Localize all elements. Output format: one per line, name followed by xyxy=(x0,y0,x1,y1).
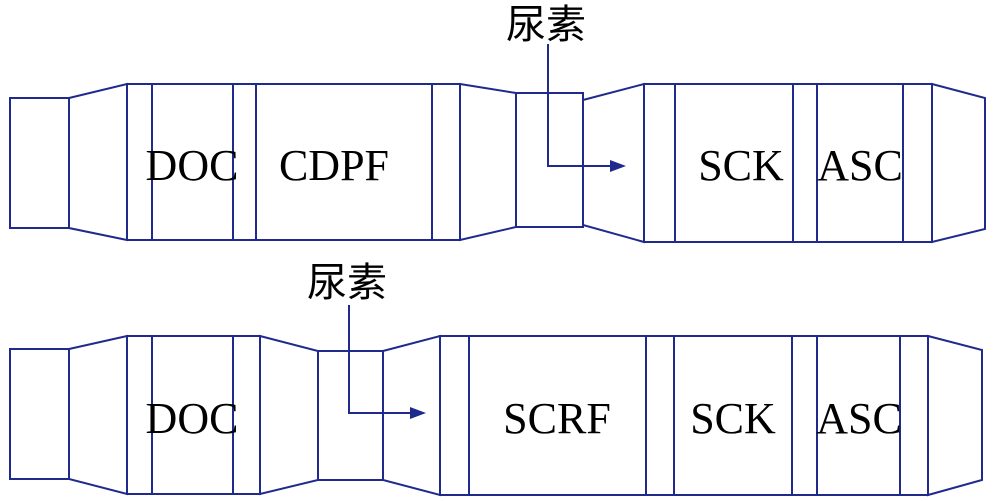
bottom-inlet-pipe xyxy=(9,348,70,480)
bottom-doc-label: DOC xyxy=(146,394,239,443)
top-urea-arrowhead xyxy=(610,160,626,172)
bottom-outlet-cone-2 xyxy=(927,334,983,497)
top-outlet-cone-2 xyxy=(931,82,986,244)
top-doc-label: DOC xyxy=(146,141,239,190)
top-asc-label: ASC xyxy=(817,141,903,190)
bottom-inlet-cone xyxy=(68,334,128,496)
bottom-asc-label: ASC xyxy=(816,394,902,443)
top-sck-label: SCK xyxy=(698,141,784,190)
bottom-urea-mixer xyxy=(317,350,384,481)
bottom-sck-label: SCK xyxy=(690,394,776,443)
top-urea-mixer xyxy=(515,92,584,228)
top-urea-label: 尿素 xyxy=(506,2,586,48)
top-cdpf-label: CDPF xyxy=(279,141,389,190)
bottom-urea-arrowhead xyxy=(410,407,426,419)
bottom-urea-label: 尿素 xyxy=(307,260,387,306)
top-inlet-pipe xyxy=(9,97,70,229)
bottom-outlet-cone-1 xyxy=(259,334,319,496)
top-urea-arrow xyxy=(547,44,612,167)
bottom-urea-arrow xyxy=(348,305,412,414)
top-inlet-cone xyxy=(68,82,128,242)
top-outlet-cone-1 xyxy=(459,82,517,242)
bottom-scrf-label: SCRF xyxy=(503,394,611,443)
bottom-system: 尿素 DOC SCRF SCK ASC xyxy=(9,260,983,497)
top-system: 尿素 DOC CDPF SCK ASC xyxy=(9,2,986,244)
